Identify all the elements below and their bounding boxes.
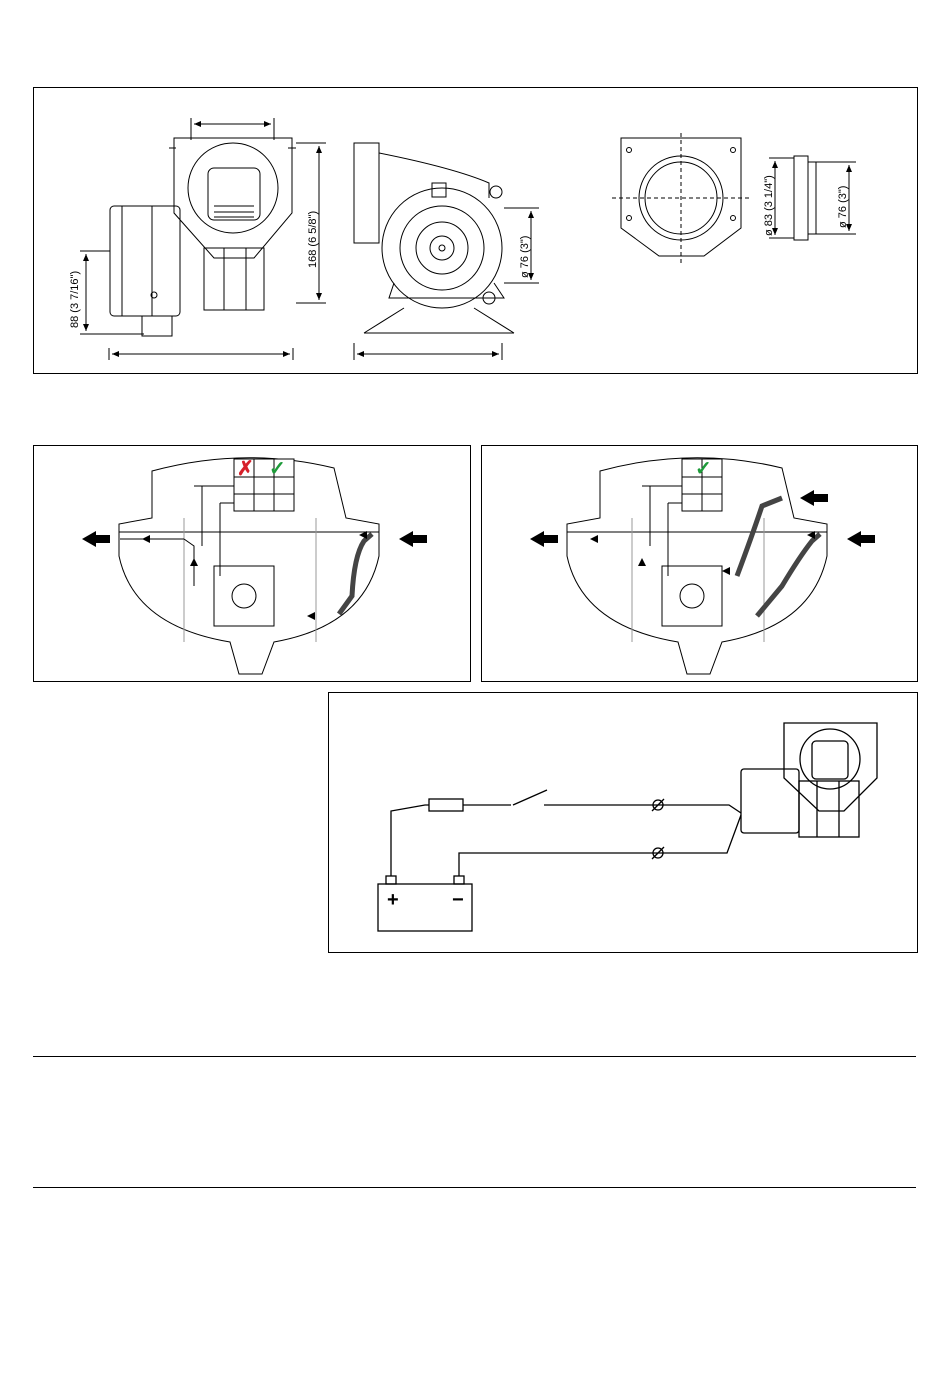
battery-minus-label: − <box>452 889 464 911</box>
dimension-drawing: 88 (3 7/16") 168 (6 5/8") ø 76 (3") ø 83… <box>34 88 919 375</box>
exhaust-arrow-icon <box>82 531 110 547</box>
engine-block <box>214 566 274 626</box>
dim-motor-height: 88 (3 7/16") <box>69 271 81 328</box>
small-arrow-icon <box>307 612 315 620</box>
small-arrow-icon <box>142 535 150 543</box>
right-mark: ✓ <box>695 458 712 480</box>
dim-side-height: 168 (6 5/8") <box>307 211 319 268</box>
dim-flange-inner: ø 76 (3") <box>837 186 849 228</box>
right-mark: ✓ <box>269 458 286 480</box>
small-arrow-icon <box>638 558 646 566</box>
install-diagram-left: ✗ ✓ <box>34 446 472 683</box>
install-panel-left: ✗ ✓ <box>33 445 471 682</box>
wrong-mark: ✗ <box>237 458 254 480</box>
blower-side-view <box>354 143 539 360</box>
dim-flange-outer: ø 83 (3 1/4") <box>763 175 775 236</box>
divider-line <box>33 1187 916 1188</box>
dimensions-panel: 88 (3 7/16") 168 (6 5/8") ø 76 (3") ø 83… <box>33 87 918 374</box>
small-arrow-icon <box>590 535 598 543</box>
divider-line <box>33 1056 916 1057</box>
install-panel-right: ✓ <box>481 445 918 682</box>
install-diagram-right: ✓ <box>482 446 919 683</box>
intake-arrow-icon <box>847 531 875 547</box>
small-arrow-icon <box>190 558 198 566</box>
wiring-panel: + − <box>328 692 918 953</box>
blower-unit <box>741 723 877 837</box>
negative-wire <box>459 815 741 876</box>
engine-block <box>662 566 722 626</box>
intake-arrow-icon <box>399 531 427 547</box>
dim-duct-diameter: ø 76 (3") <box>519 236 531 278</box>
small-arrow-icon <box>722 567 730 575</box>
blower-front-view <box>80 118 326 360</box>
exhaust-arrow-icon <box>530 531 558 547</box>
fuse <box>429 799 463 811</box>
battery-plus-label: + <box>387 889 399 911</box>
intake-arrow-icon <box>800 490 828 506</box>
flange-view <box>612 133 856 263</box>
wiring-diagram: + − <box>329 693 919 954</box>
